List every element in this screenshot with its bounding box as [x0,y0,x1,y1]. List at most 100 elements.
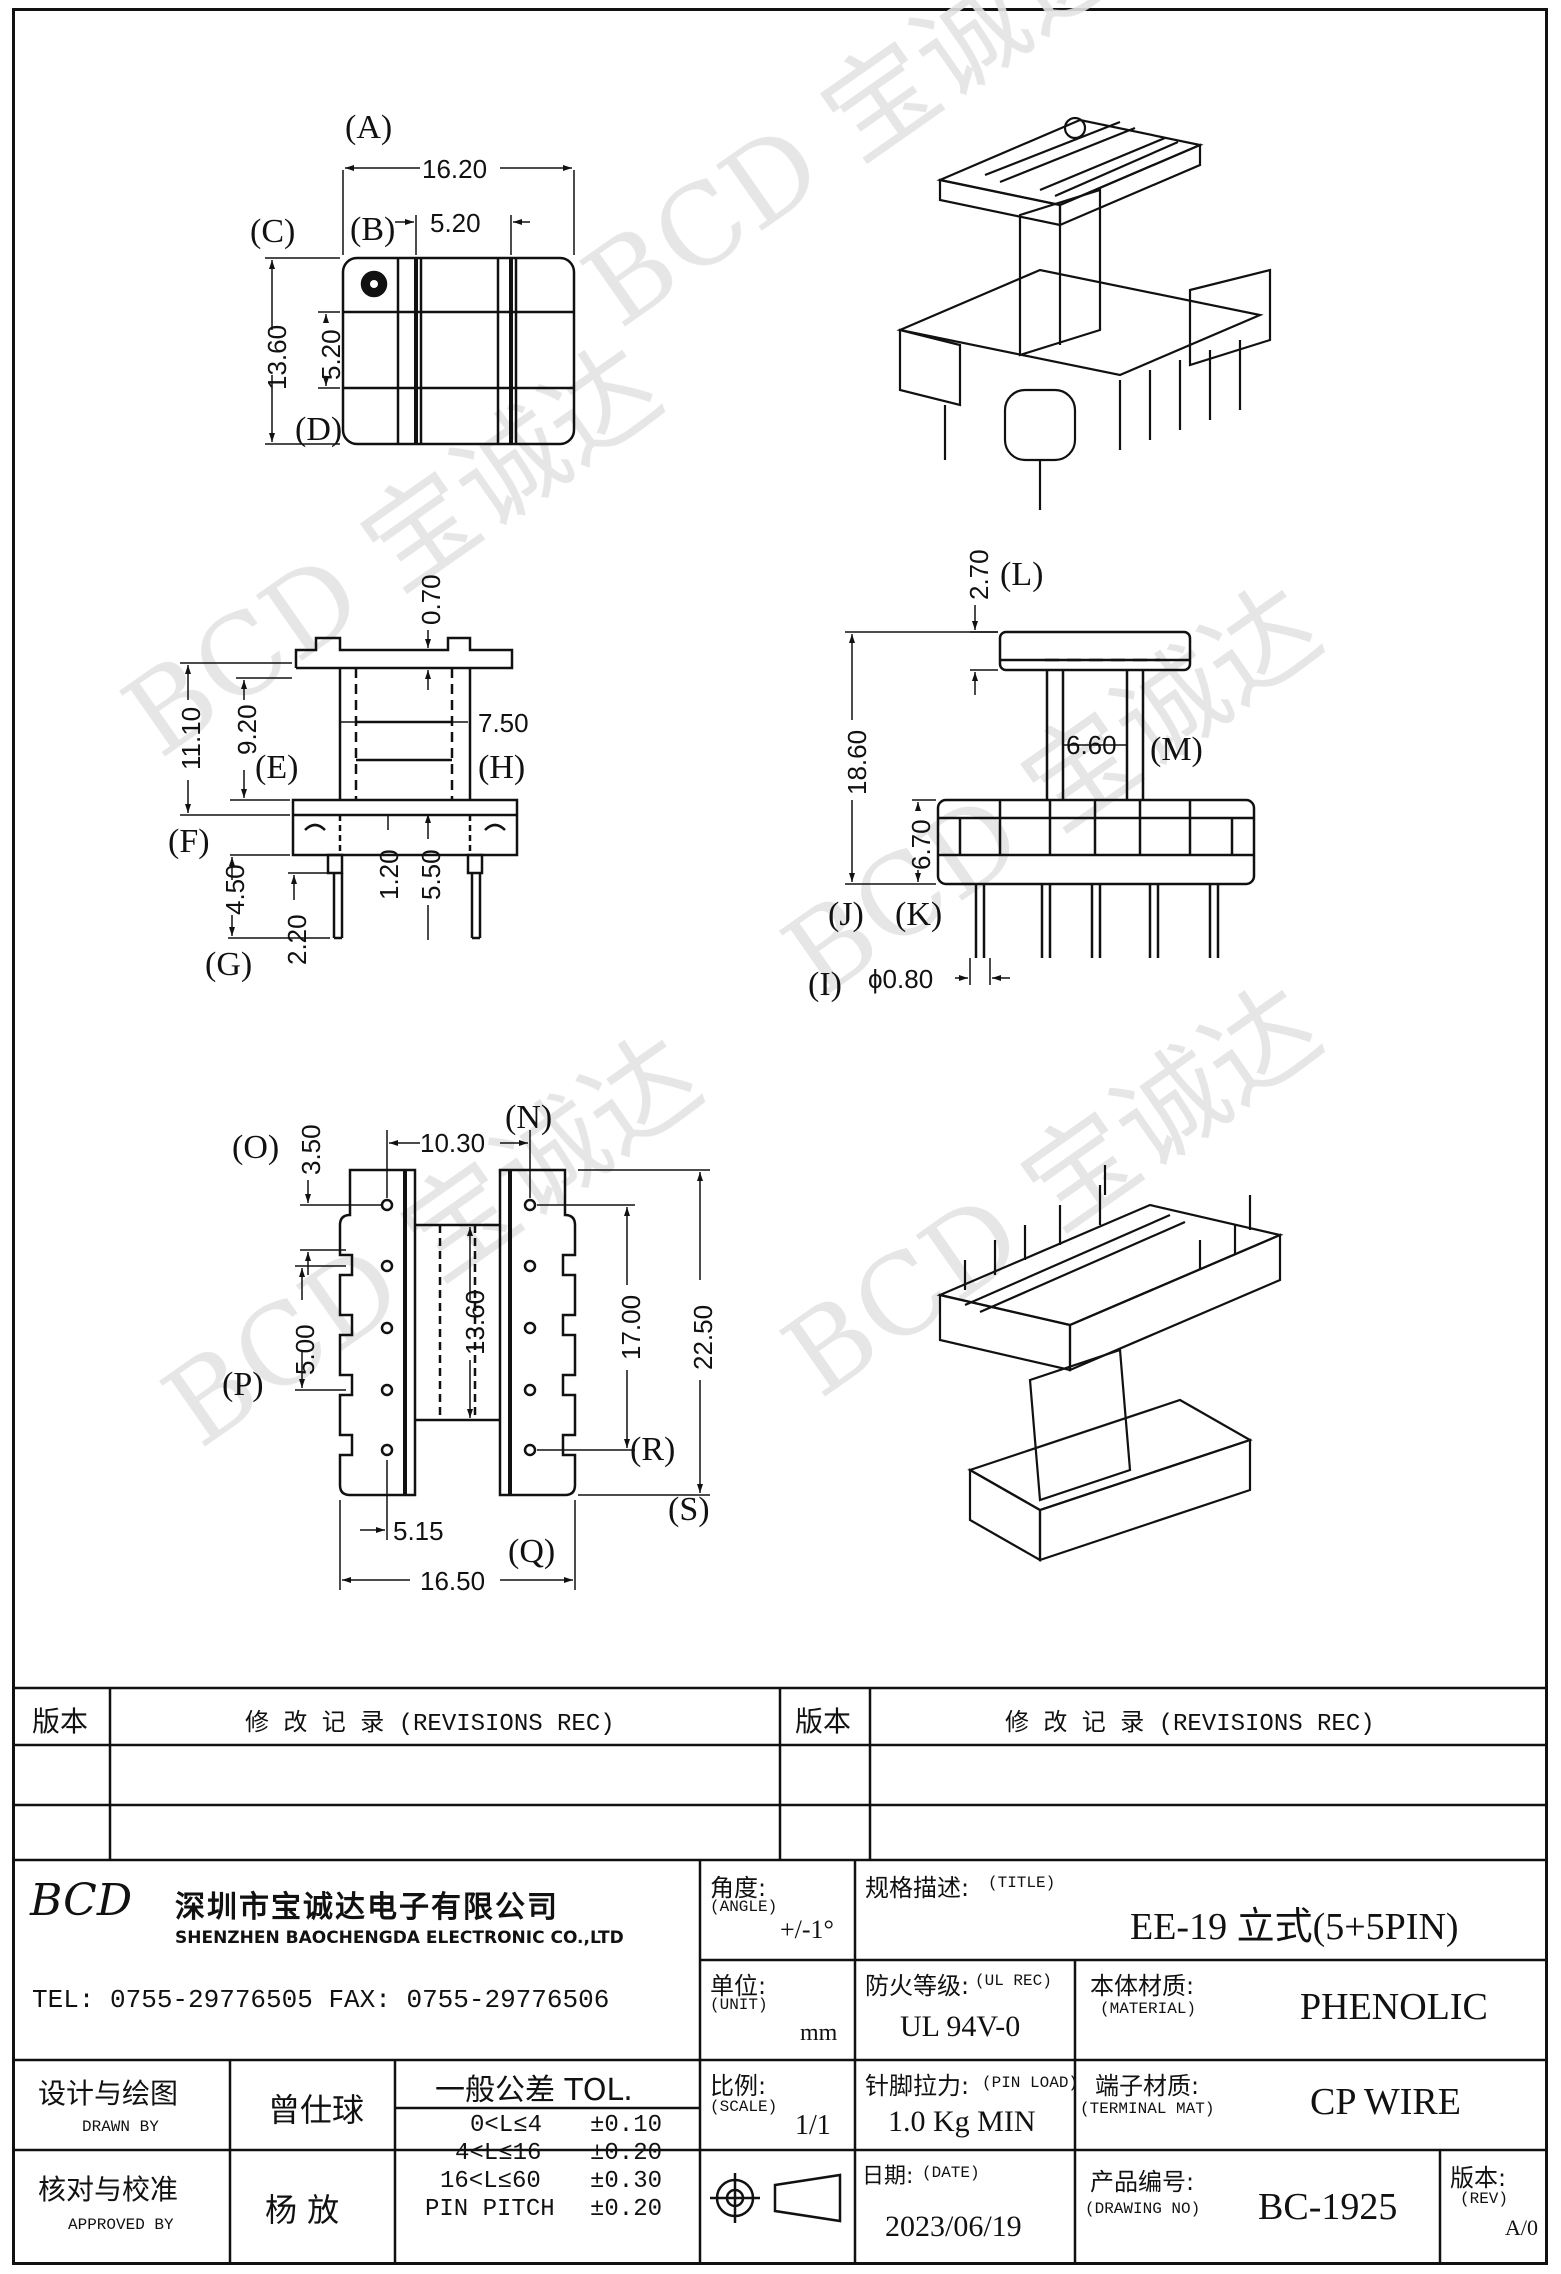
scale-label: 比例: [710,2072,767,2100]
rev-label-en: (REV) [1460,2190,1509,2208]
tol-range-4: PIN PITCH [425,2196,555,2223]
check-value: 杨 放 [265,2191,340,2229]
angle-value: +/-1° [780,1915,834,1944]
date-label: 日期: [862,2164,914,2189]
side-view [845,605,1256,985]
pin-load-value: 1.0 Kg MIN [888,2105,1036,2138]
rev-value: A/0 [1505,2215,1538,2240]
label-g: (G) [205,946,252,983]
rev-record-label-left: 修 改 记 录 (REVISIONS REC) [245,1711,615,1738]
front-view [180,630,519,940]
company-contact: TEL: 0755-29776505 FAX: 0755-29776506 [32,1985,610,2015]
isometric-view-bottom [936,1165,1284,1562]
title-value: EE-19 立式(5+5PIN) [1130,1906,1459,1948]
unit-label: 单位: [710,1972,767,2000]
drawing-frame [12,8,1548,2265]
label-b: (B) [350,211,395,248]
scale-value: 1/1 [795,2110,831,2141]
company-name-cn: 深圳市宝诚达电子有限公司 [175,1890,559,1925]
design-label-en: DRAWN BY [82,2118,159,2136]
dim-m: 6.60 [1066,730,1117,760]
title-label-en: (TITLE) [988,1874,1056,1892]
angle-label: 角度: [710,1874,767,1902]
label-r: (R) [630,1431,675,1468]
top-view [265,165,576,446]
check-label: 核对与校准 [38,2173,179,2206]
dim-070: 0.70 [416,574,446,625]
watermark-text: BCD 宝诚达 [561,0,1142,351]
tol-range-3: 16<L≤60 [440,2168,541,2195]
company-logo: BCD [30,1875,133,1926]
dim-1110: 11.10 [176,707,206,770]
isometric-view-top [896,116,1272,510]
design-value: 曾仕球 [268,2091,365,2129]
label-n: (N) [505,1099,552,1136]
dim-i: ϕ0.80 [868,964,933,994]
fire-value: UL 94V-0 [900,2010,1021,2043]
label-e: (E) [255,749,298,786]
label-m: (M) [1150,731,1203,768]
label-i: (I) [808,966,842,1003]
tol-value-3: ±0.30 [590,2168,663,2195]
fire-label: 防火等级: [865,1972,970,2000]
dim-b: 5.20 [430,208,481,238]
tol-value-2: ±0.20 [590,2140,663,2167]
title-label: 规格描述: [865,1874,970,1902]
rev-version-label-right: 版本 [795,1705,852,1738]
drawing-no-label-en: (DRAWING NO) [1085,2200,1201,2218]
dim-220: 2.20 [282,914,312,965]
scale-label-en: (SCALE) [710,2098,778,2116]
pin-load-label-en: (PIN LOAD) [982,2074,1079,2092]
dim-n: 10.30 [420,1128,485,1158]
dim-450: 4.50 [220,864,250,915]
dim-bottom: 16.50 [420,1566,485,1596]
dim-o: 3.50 [296,1124,326,1175]
label-o: (O) [232,1129,279,1166]
dim-l: 2.70 [964,549,994,600]
angle-label-en: (ANGLE) [710,1898,778,1916]
pin-load-label: 针脚拉力: [865,2072,970,2100]
drawing-no-value: BC-1925 [1258,2186,1398,2228]
label-d: (D) [295,411,342,448]
label-k: (K) [895,896,942,933]
dim-550: 5.50 [416,849,446,900]
material-value: PHENOLIC [1300,1986,1488,2028]
label-j: (J) [828,896,864,933]
label-l: (L) [1000,556,1043,593]
dim-d: 5.20 [316,329,346,380]
dim-mid: 13.60 [460,1290,490,1355]
dim-j: 18.60 [842,730,872,795]
label-h: (H) [478,749,525,786]
dim-p: 5.00 [290,1324,320,1375]
dim-k: 6.70 [906,819,936,870]
tol-range-2: 4<L≤16 [455,2140,542,2167]
watermark-text: BCD 宝诚达 [761,961,1342,1422]
terminal-label-en: (TERMINAL MAT) [1080,2100,1215,2118]
dim-q: 5.15 [393,1516,444,1546]
design-label: 设计与绘图 [38,2077,179,2110]
label-c: (C) [250,213,295,250]
dim-s: 22.50 [688,1305,718,1370]
material-label-en: (MATERIAL) [1100,2000,1197,2018]
unit-value: mm [800,2020,838,2046]
label-p: (P) [222,1366,264,1403]
fire-label-en: (UL REC) [975,1972,1052,1990]
rev-record-label-right: 修 改 记 录 (REVISIONS REC) [1005,1711,1375,1738]
tol-value-4: ±0.20 [590,2196,663,2223]
label-q: (Q) [508,1533,555,1570]
dim-c: 13.60 [262,325,292,390]
title-block-grid [12,1686,1548,2265]
terminal-label: 端子材质: [1095,2072,1200,2100]
label-s: (S) [668,1491,710,1528]
dim-120: 1.20 [374,849,404,900]
material-label: 本体材质: [1090,1972,1195,2000]
tolerance-title: 一般公差 TOL. [435,2073,633,2108]
tol-range-1: 0<L≤4 [470,2112,543,2139]
date-value: 2023/06/19 [885,2210,1022,2243]
dim-r: 17.00 [616,1295,646,1360]
dimension-text: (A) 16.20 (B) 5.20 (C) 13.60 5.20 (D) 0.… [168,109,1203,1596]
unit-label-en: (UNIT) [710,1996,768,2014]
bottom-view [295,1130,710,1590]
rev-version-label-left: 版本 [32,1705,89,1738]
